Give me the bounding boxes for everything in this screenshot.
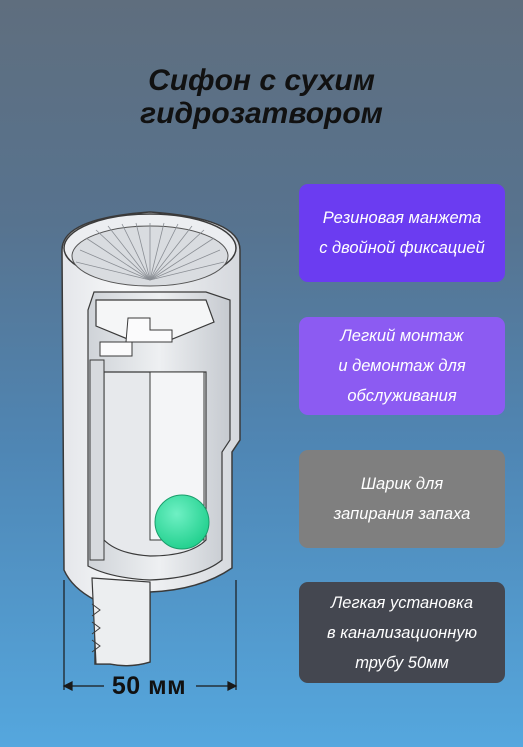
outlet-ribs: [91, 603, 101, 653]
feature-text: в канализационную: [327, 623, 477, 642]
dimension-marker: [62, 580, 238, 691]
feature-card-ball: Шарик для запирания запаха: [299, 450, 505, 548]
cuff-ribs: [75, 222, 225, 281]
side-lip: [99, 341, 133, 357]
feature-text: с двойной фиксацией: [319, 239, 485, 257]
feature-text: трубу 50мм: [355, 653, 449, 672]
product-title: Сифон с сухим гидрозатвором: [0, 64, 523, 130]
dimension-label: 50 мм: [111, 672, 187, 700]
feature-text: Шарик для: [360, 475, 444, 493]
feature-text: Легкий монтаж: [340, 327, 464, 345]
feature-text: и демонтаж для: [338, 357, 466, 375]
outlet-pipe: [91, 577, 151, 667]
feature-text: обслуживания: [347, 387, 457, 405]
title-line-2: гидрозатвором: [140, 97, 383, 130]
feature-card-installation: Легкая установка в канализационную трубу…: [299, 582, 505, 683]
inner-wall: [89, 359, 105, 561]
sealing-ball: [154, 494, 210, 550]
feature-text: Легкая установка: [330, 593, 474, 612]
feature-text: Резиновая манжета: [322, 209, 482, 227]
feature-text: запирания запаха: [333, 505, 471, 523]
feature-card-easy-mount: Легкий монтаж и демонтаж для обслуживани…: [299, 317, 505, 415]
feature-card-rubber-cuff: Резиновая манжета с двойной фиксацией: [299, 184, 505, 282]
title-line-1: Сифон с сухим: [148, 64, 375, 97]
